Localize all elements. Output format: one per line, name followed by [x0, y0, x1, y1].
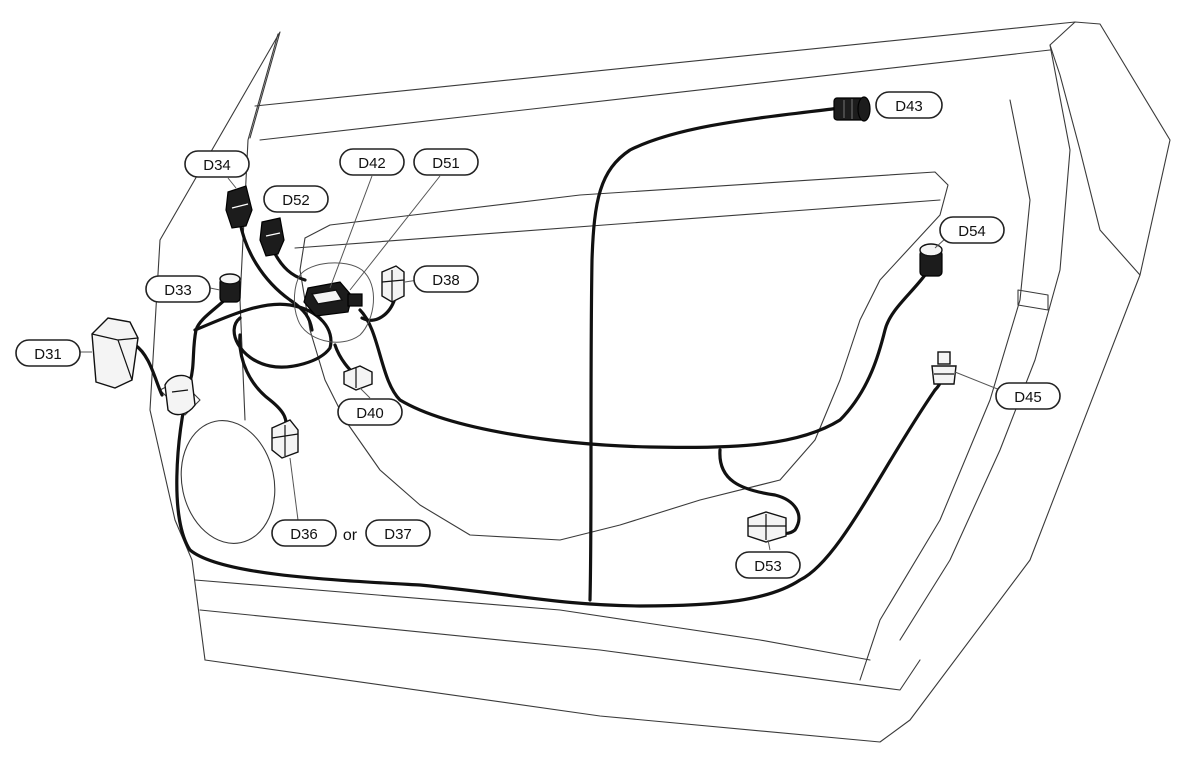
label-d45: D45 [995, 382, 1061, 410]
connector-d42-d51 [303, 281, 363, 317]
leader-d42 [329, 175, 373, 289]
connector-d33 [219, 273, 241, 303]
callouts: D34 D52 D42 D51 D43 D38 D33 D31 [15, 91, 1061, 579]
label-d34-text: D34 [203, 157, 231, 174]
harness-branch-d31 [133, 343, 164, 397]
label-d40: D40 [337, 398, 403, 426]
harness-branch-d33 [188, 293, 232, 384]
door-handle-recess [1017, 289, 1049, 311]
wire-harness [133, 106, 944, 608]
grommet-circle [293, 262, 375, 343]
label-d43-text: D43 [895, 98, 923, 115]
door-bottom-edge [199, 609, 921, 691]
connector-d38 [381, 265, 405, 303]
leader-d34 [227, 177, 237, 189]
label-d31-text: D31 [34, 346, 62, 363]
speaker-opening [180, 420, 276, 544]
label-d53: D53 [735, 551, 801, 579]
label-d52-text: D52 [282, 192, 310, 209]
harness-upper-loop [193, 302, 333, 369]
label-d51: D51 [413, 148, 479, 176]
trim-panel-outline-inner [294, 199, 941, 249]
leader-lines [80, 175, 1001, 551]
label-d40-text: D40 [356, 405, 384, 422]
label-d42-text: D42 [358, 155, 386, 172]
harness-branch-d34 [238, 220, 314, 332]
label-or-separator: or [343, 527, 358, 544]
label-d31: D31 [15, 339, 81, 367]
harness-branch-d36 [238, 333, 288, 432]
label-d38-text: D38 [432, 272, 460, 289]
connector-d54 [919, 243, 943, 277]
label-d36: D36 [271, 519, 337, 547]
label-d54: D54 [939, 216, 1005, 244]
connector-d36-d37 [271, 419, 299, 459]
trim-panel-outline [299, 171, 949, 541]
harness-to-d43 [588, 106, 842, 602]
connector-d53 [747, 511, 787, 543]
connector-d45 [931, 351, 957, 385]
label-d34: D34 [184, 150, 250, 178]
door-bottom-edge-2 [194, 579, 871, 661]
connector-d43 [833, 96, 871, 122]
leader-d53 [767, 539, 771, 551]
leader-d45 [954, 371, 1001, 391]
label-d45-text: D45 [1014, 389, 1042, 406]
harness-main-center [358, 273, 927, 450]
label-d37-text: D37 [384, 526, 412, 543]
connector-hinge-plug [164, 374, 196, 416]
leader-d33 [209, 287, 221, 291]
connectors [91, 96, 957, 543]
label-d52: D52 [263, 185, 329, 213]
connector-d34 [225, 185, 253, 229]
label-d36-text: D36 [290, 526, 318, 543]
leader-d51 [349, 175, 441, 291]
connector-d40 [343, 365, 373, 391]
label-d53-text: D53 [754, 558, 782, 575]
harness-main-lower [175, 378, 937, 608]
label-d33: D33 [145, 275, 211, 303]
label-d43: D43 [875, 91, 943, 119]
door-outer-edge [149, 21, 1171, 743]
door-inner-frame-2 [859, 99, 1031, 681]
door-outline [149, 21, 1171, 743]
label-d54-text: D54 [958, 223, 986, 240]
door-belt-line [259, 49, 1051, 141]
connector-d52 [259, 217, 285, 257]
leader-d36 [289, 457, 299, 521]
label-d42: D42 [339, 148, 405, 176]
label-d38: D38 [413, 265, 479, 293]
connector-d31-module [91, 317, 139, 389]
label-d51-text: D51 [432, 155, 460, 172]
label-d37: D37 [365, 519, 431, 547]
leader-d40 [359, 387, 371, 399]
label-d33-text: D33 [164, 282, 192, 299]
door-window-frame [1049, 21, 1141, 276]
door-inner-frame [899, 44, 1071, 641]
